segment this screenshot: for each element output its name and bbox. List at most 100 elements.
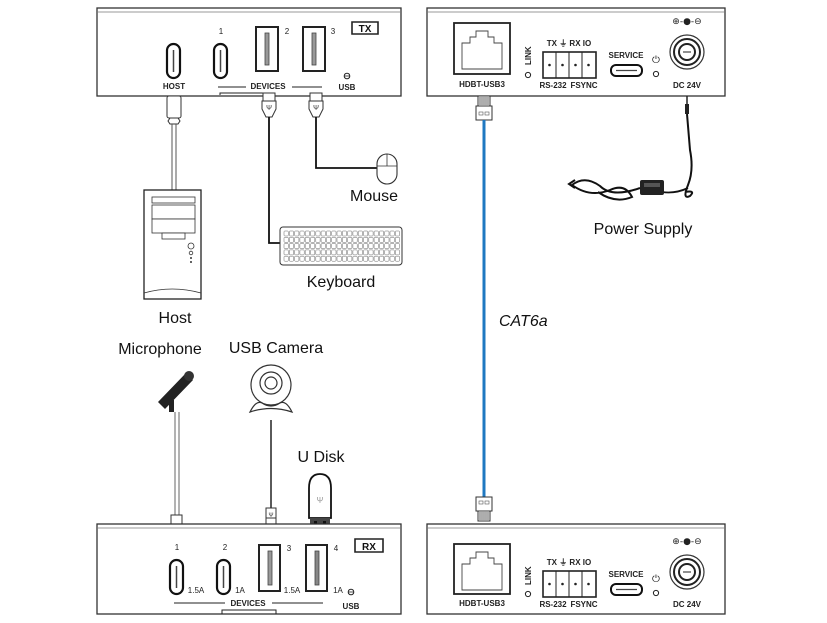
keyboard-key <box>342 237 347 243</box>
keyboard-key <box>363 249 369 256</box>
keyboard-key <box>320 237 326 243</box>
keyboard-key <box>368 237 374 243</box>
keyboard-key <box>283 243 289 249</box>
cat6a-cable <box>475 95 493 522</box>
port-tongue <box>311 32 317 66</box>
keyboard-key <box>331 230 337 237</box>
rx-dc-power-jack[interactable] <box>669 554 705 590</box>
power-supply-label: Power Supply <box>594 221 693 238</box>
keyboard-usb-cable: Ψ <box>261 92 281 244</box>
device-port-number: 1 <box>175 543 180 552</box>
keyboard-key <box>373 255 379 262</box>
link-led-icon <box>524 71 532 79</box>
keyboard-key <box>299 255 305 262</box>
keyboard-key <box>326 230 331 237</box>
keyboard-key <box>320 230 326 237</box>
keyboard-key <box>352 255 358 262</box>
host-usb-cable <box>166 95 182 190</box>
keyboard-key <box>379 249 384 256</box>
keyboard-key <box>363 243 369 249</box>
rx-badge-label: RX <box>362 542 376 553</box>
keyboard-key <box>373 230 379 237</box>
keyboard-key <box>299 237 305 243</box>
keyboard-key <box>326 243 331 249</box>
keyboard-key <box>331 243 337 249</box>
rs232-label: RS-232 <box>539 81 567 90</box>
rx-terminal-block[interactable] <box>542 570 597 598</box>
keyboard-key <box>363 230 369 237</box>
link-led-label: LINK <box>524 566 533 585</box>
keyboard-key <box>389 230 395 237</box>
port-current: 1A <box>235 586 245 595</box>
keyboard-key <box>342 230 347 237</box>
serial-pin-labels: TX ⏚ RX IO <box>547 558 591 567</box>
keyboard-key <box>373 237 379 243</box>
keyboard-key <box>299 230 305 237</box>
tx-rear-panel: HDBT-USB3 LINK TX ⏚ RX IO RS-232 FSYNC S… <box>426 7 726 97</box>
power-icon: ⏻ <box>652 55 660 66</box>
u-disk-label: U Disk <box>297 449 345 466</box>
keyboard-key <box>384 249 390 256</box>
keyboard-key <box>379 230 384 237</box>
keyboard-key <box>395 249 400 256</box>
keyboard-key <box>289 237 294 243</box>
keyboard-key <box>347 237 353 243</box>
keyboard-key <box>331 237 337 243</box>
keyboard-key <box>368 230 374 237</box>
keyboard-key <box>395 237 400 243</box>
keyboard-key <box>336 230 342 237</box>
keyboard-key <box>320 249 326 256</box>
rx-hdbt-rj45-port[interactable] <box>453 543 511 595</box>
keyboard-icon <box>279 226 403 266</box>
tx-front-panel: TX HOST 1 2 3 DEVICES USB <box>96 7 402 97</box>
keyboard-key <box>363 255 369 262</box>
keyboard-key <box>304 243 310 249</box>
keyboard-key <box>289 255 294 262</box>
service-label: SERVICE <box>609 51 645 60</box>
link-led-icon <box>524 590 532 598</box>
usb-camera-icon: Ψ <box>248 364 294 527</box>
usb-led-label: USB <box>343 602 360 611</box>
usb-camera-label: USB Camera <box>229 340 323 357</box>
mouse-usb-cable: Ψ <box>308 92 377 169</box>
link-led-label: LINK <box>524 46 533 65</box>
tx-terminal-block[interactable] <box>542 51 597 79</box>
cable-label: CAT6a <box>499 313 548 330</box>
keyboard-key <box>331 249 337 256</box>
hdbt-port-label: HDBT-USB3 <box>459 80 505 89</box>
keyboard-key <box>384 255 390 262</box>
keyboard-key <box>310 237 316 243</box>
keyboard-key <box>294 230 300 237</box>
keyboard-key <box>347 243 353 249</box>
device-port-number: 3 <box>287 544 292 553</box>
keyboard-key <box>357 230 363 237</box>
device-port-number: 3 <box>331 27 336 36</box>
keyboard-key <box>352 237 358 243</box>
tx-dc-power-jack[interactable] <box>669 34 705 70</box>
power-supply-icon <box>567 96 694 201</box>
keyboard-key <box>357 249 363 256</box>
power-led-icon <box>652 589 660 597</box>
device-cable-bracket <box>219 92 266 95</box>
keyboard-key <box>357 237 363 243</box>
keyboard-key <box>389 237 395 243</box>
keyboard-key <box>320 243 326 249</box>
tx-hdbt-rj45-port[interactable] <box>453 22 511 75</box>
port-current: 1A <box>333 586 343 595</box>
usb-icon: Ψ <box>317 496 324 505</box>
keyboard-key <box>310 230 316 237</box>
tx-front-chassis <box>96 7 402 97</box>
keyboard-key <box>384 237 390 243</box>
keyboard-key <box>299 249 305 256</box>
chassis-foot <box>221 609 277 614</box>
keyboard-key <box>294 243 300 249</box>
keyboard-key <box>304 249 310 256</box>
keyboard-key <box>395 243 400 249</box>
device-port-number: 1 <box>219 27 224 36</box>
device-port-number: 2 <box>285 27 290 36</box>
keyboard-key <box>368 243 374 249</box>
microphone-label: Microphone <box>118 341 202 358</box>
rx-rear-panel: HDBT-USB3 LINK TX ⏚ RX IO RS-232 FSYNC S… <box>426 523 726 615</box>
mouse-label: Mouse <box>350 188 398 205</box>
